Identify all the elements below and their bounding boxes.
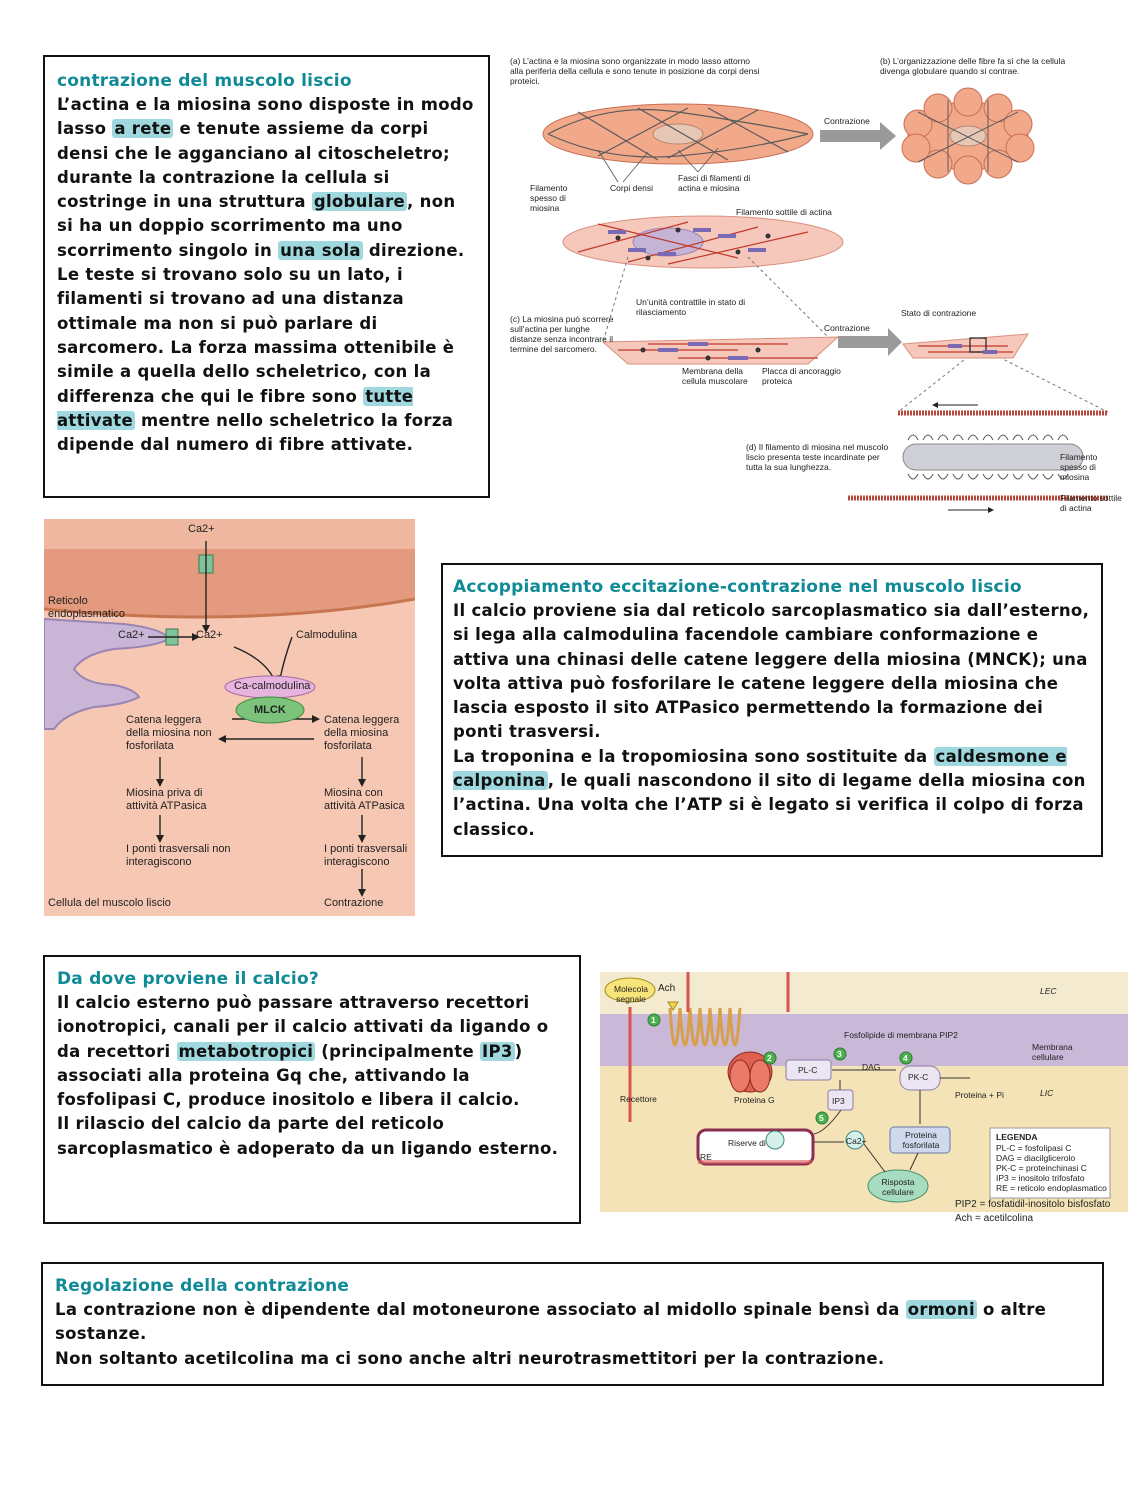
fig1-label-fasci: Fasci di filamenti di actina e miosina [678, 173, 751, 193]
box2-text: Il calcio proviene sia dal reticolo sarc… [453, 601, 1090, 839]
fig3-label-lec: LEC [1040, 986, 1057, 996]
fig2-label-cellula: Cellula del muscolo liscio [48, 897, 171, 909]
fig3-label-proteina-fos: Proteina fosforilata [902, 1130, 940, 1150]
fig3-label-proteina-g: Proteina G [734, 1095, 775, 1105]
fig3-label-recettore: Recettore [620, 1094, 657, 1104]
fig3-label-ach-def: Ach = acetilcolina [955, 1213, 1034, 1224]
fig1-label-a: (a) L’actina e la miosina sono organizza… [510, 56, 760, 86]
box-smooth-muscle-contraction: contrazione del muscolo liscio L’actina … [43, 55, 490, 498]
fig1-label-placca: Placca di ancoraggio proteica [762, 366, 841, 386]
fig1-label-filamento-spesso: Filamento spesso di miosina [530, 183, 568, 213]
box1-text: L’actina e la miosina sono disposte in m… [57, 95, 474, 455]
fig3-label-lic: LIC [1040, 1088, 1054, 1098]
fig1-label-contrazione-1: Contrazione [824, 116, 870, 126]
fig2-label-ponti-non: I ponti trasversali non interagiscono [126, 843, 231, 868]
fig3-label-re: RE [700, 1152, 712, 1162]
fig3-label-fosfolipide: Fosfolipide di membrana PIP2 [844, 1030, 958, 1040]
fig3-label-riserve: Riserve di [728, 1138, 766, 1148]
fig2-label-ponti-si: I ponti trasversali interagiscono [324, 843, 408, 868]
fig2-label-ca-calmodulina: Ca-calmodulina [234, 680, 311, 692]
box1-title: contrazione del muscolo liscio [57, 71, 352, 91]
fig2-label-contrazione: Contrazione [324, 897, 384, 909]
fig1-label-d: (d) Il filamento di miosina nel muscolo … [746, 442, 889, 472]
fig2-label-ca-top: Ca2+ [188, 523, 215, 535]
fig3-label-leg1: PL-C = fosfolipasi C [996, 1143, 1072, 1153]
box-calcium-source: Da dove proviene il calcio? Il calcio es… [43, 955, 581, 1224]
fig2-label-catena-non: Catena leggera della miosina non fosfori… [126, 714, 212, 752]
box-excitation-contraction-coupling: Accoppiamento eccitazione-contrazione ne… [441, 563, 1103, 857]
fig1-label-c: (c) La miosina può scorrere sull’actina … [510, 314, 614, 354]
fig3-drawing [600, 972, 1128, 1212]
fig3-label-leg4: IP3 = inositolo trifosfato [996, 1173, 1085, 1183]
fig3-label-ca: Ca2+ [846, 1136, 867, 1146]
fig2-label-reticolo: Reticolo endoplasmatico [48, 595, 126, 620]
fig3-label-ip3: IP3 [832, 1096, 845, 1106]
fig2-label-ca-mid: Ca2+ [196, 629, 223, 641]
fig1-label-membrana: Membrana della cellula muscolare [682, 366, 748, 386]
box2-title: Accoppiamento eccitazione-contrazione ne… [453, 577, 1022, 597]
box3-title: Da dove proviene il calcio? [57, 969, 319, 989]
fig3-label-risposta: Risposta cellulare [881, 1177, 915, 1197]
fig2-drawing [44, 519, 415, 916]
fig1-label-filamento-sottile: Filamento sottile di actina [736, 207, 832, 217]
fig2-label-catena-fos: Catena leggera della miosina fosforilata [324, 714, 400, 752]
box4-title: Regolazione della contrazione [55, 1276, 350, 1296]
fig3-label-legenda: LEGENDA [996, 1132, 1038, 1142]
fig3-step-1: 1 [651, 1015, 656, 1025]
fig3-step-5: 5 [819, 1113, 824, 1123]
fig3-label-membrana: Membrana cellulare [1032, 1042, 1073, 1062]
fig3-step-3: 3 [837, 1049, 842, 1059]
figure-smooth-muscle-organization: (a) L’actina e la miosina sono organizza… [508, 52, 1128, 522]
fig1-label-sottile2: Filamento sottile di actina [1060, 493, 1122, 513]
fig1-label-corpi-densi: Corpi densi [610, 183, 653, 193]
fig3-label-molecola: Molecola segnale [613, 984, 649, 1004]
box4-text: La contrazione non è dipendente dal moto… [55, 1300, 1047, 1368]
fig2-label-miosina-con: Miosina con attività ATPasica [324, 787, 405, 812]
fig3-label-ach: Ach [658, 983, 676, 994]
fig2-label-ca-left: Ca2+ [118, 629, 145, 641]
fig3-step-4: 4 [903, 1053, 908, 1063]
box3-text: Il calcio esterno può passare attraverso… [57, 993, 559, 1158]
fig1-label-stato: Stato di contrazione [901, 308, 977, 318]
fig3-step-2: 2 [767, 1053, 772, 1063]
fig2-label-calmodulina: Calmodulina [296, 629, 358, 641]
fig1-label-spesso2: Filamento spesso di miosina [1060, 452, 1098, 482]
fig2-label-miosina-priva: Miosina priva di attività ATPasica [126, 787, 207, 812]
box-contraction-regulation: Regolazione della contrazione La contraz… [41, 1262, 1104, 1386]
fig1-label-unita: Un’unità contrattile in stato di rilasci… [636, 297, 746, 317]
fig2-label-mlck: MLCK [254, 704, 286, 716]
fig3-label-leg3: PK-C = proteinchinasi C [996, 1163, 1087, 1173]
fig1-label-b: (b) L’organizzazione delle fibre fa sì c… [880, 56, 1066, 76]
fig3-label-pip2-def: PIP2 = fosfatidil-inositolo bisfosfato [955, 1199, 1111, 1210]
fig1-label-contrazione-2: Contrazione [824, 323, 870, 333]
fig3-label-proteina-pi: Proteina + Pi [955, 1090, 1004, 1100]
fig3-label-pkc: PK-C [908, 1072, 929, 1082]
figure-gq-ip3-pathway: Molecola segnale Ach LEC Fosfolipide di … [600, 972, 1128, 1240]
fig3-label-leg5: RE = reticolo endoplasmatico [996, 1183, 1107, 1193]
fig3-label-plc: PL-C [798, 1065, 818, 1075]
fig3-label-dag: DAG [862, 1062, 881, 1072]
fig1-drawing [542, 87, 1109, 513]
figure-calcium-calmodulin-pathway: Ca2+ Reticolo endoplasmatico Ca2+ Ca2+ C… [44, 519, 415, 916]
fig3-label-leg2: DAG = diacilglicerolo [996, 1153, 1076, 1163]
